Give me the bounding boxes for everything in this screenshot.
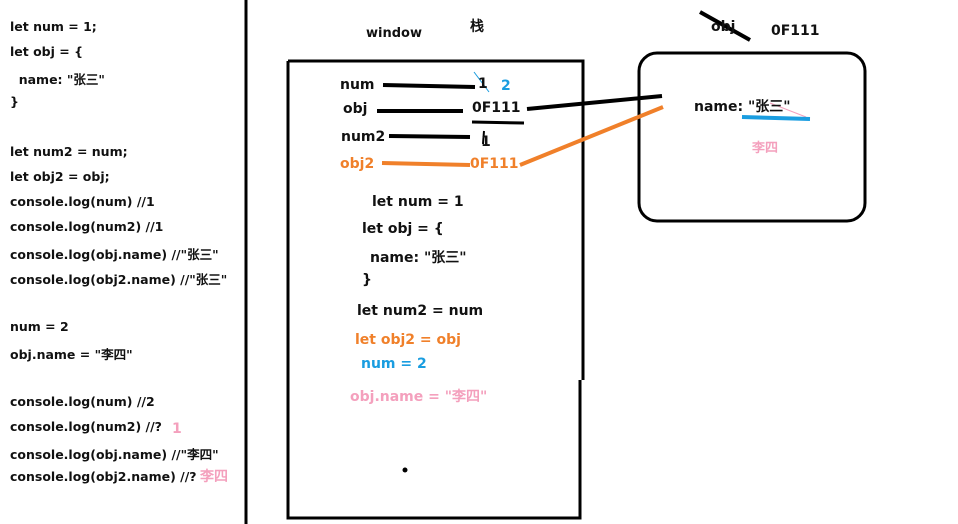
var-obj-label: obj	[343, 101, 368, 117]
obj-ref-underline	[471, 120, 525, 125]
num-arrow	[382, 83, 476, 89]
stack-code-line: let obj = {	[362, 221, 444, 237]
heap-box	[637, 51, 867, 223]
num2-value-tick	[482, 130, 485, 145]
var-num-label: num	[340, 77, 375, 93]
code-line: console.log(num) //1	[10, 194, 155, 209]
var-num-old-value: 1	[478, 76, 488, 92]
code-line: let obj2 = obj;	[10, 169, 110, 184]
code-line: let num2 = num;	[10, 144, 128, 159]
var-obj2-label: obj2	[340, 156, 375, 172]
code-line: }	[10, 94, 19, 109]
var-obj2-ref: 0F111	[470, 156, 519, 172]
code-line: num = 2	[10, 319, 69, 334]
code-line: console.log(obj2.name) //?	[10, 469, 197, 484]
num2-arrow	[388, 134, 471, 139]
stack-dot	[402, 467, 408, 473]
stack-code-line: num = 2	[361, 356, 427, 372]
stack-box	[286, 59, 585, 520]
code-line: console.log(num) //2	[10, 394, 155, 409]
obj2-pointer	[519, 105, 664, 167]
answer-num2: 1	[172, 421, 182, 437]
var-num2-value: 1	[481, 134, 491, 150]
heap-new-value: 李四	[752, 141, 779, 156]
code-line: console.log(num2) //1	[10, 219, 164, 234]
obj2-arrow	[381, 161, 471, 167]
var-obj-ref: 0F111	[472, 100, 521, 116]
stack-code-line: let num2 = num	[357, 303, 484, 319]
stack-code-line: obj.name = "李四"	[350, 389, 488, 405]
stack-title: 栈	[470, 19, 484, 35]
code-line: obj.name = "李四"	[10, 347, 133, 362]
code-line: console.log(num2) //?	[10, 419, 162, 434]
code-line: name: "张三"	[10, 72, 105, 87]
code-line: let obj = {	[10, 44, 83, 59]
heap-title-crossed: obj	[711, 19, 736, 35]
stack-code-line: }	[362, 272, 372, 288]
stack-code-line: name: "张三"	[370, 250, 467, 266]
name-value-underline	[741, 115, 811, 121]
heap-old-value: name: "张三"	[694, 99, 791, 115]
num-value-strike	[473, 71, 490, 93]
stack-code-line: let num = 1	[372, 194, 464, 210]
code-line: let num = 1;	[10, 19, 97, 34]
code-line: console.log(obj.name) //"张三"	[10, 247, 219, 262]
name-value-strike	[769, 102, 807, 118]
heap-address: 0F111	[771, 23, 820, 39]
code-line: console.log(obj2.name) //"张三"	[10, 272, 228, 287]
var-num2-label: num2	[341, 129, 386, 145]
heap-title-strike	[699, 10, 751, 42]
answer-obj2-name: 李四	[200, 469, 228, 485]
obj-pointer	[526, 94, 663, 111]
window-label: window	[366, 26, 422, 41]
stack-code-line: let obj2 = obj	[355, 332, 461, 348]
code-line: console.log(obj.name) //"李四"	[10, 447, 219, 462]
var-num-new-value: 2	[501, 78, 511, 94]
